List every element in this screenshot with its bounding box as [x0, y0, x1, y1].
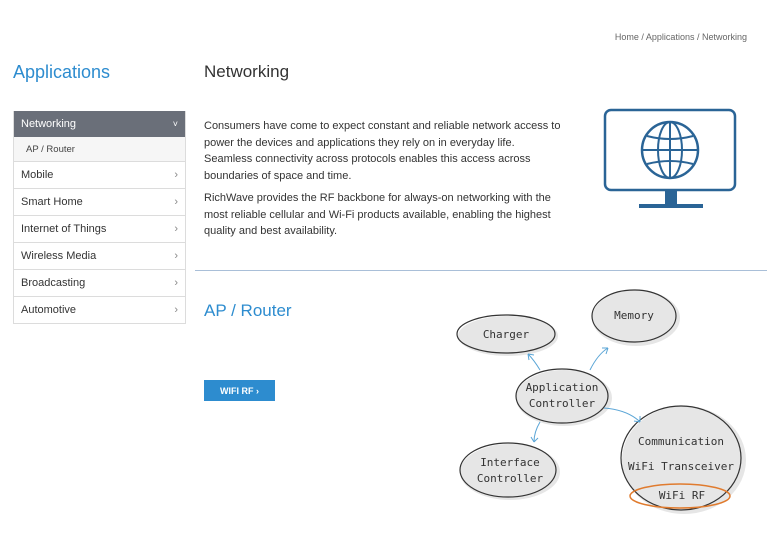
sidebar-item-label: Wireless Media [21, 250, 97, 262]
breadcrumb-separator: / [694, 32, 702, 42]
sidebar-item-wireless-media[interactable]: Wireless Media › [14, 242, 185, 269]
sidebar-item-label: Broadcasting [21, 277, 86, 289]
sidebar-subitem-ap-router[interactable]: AP / Router [14, 137, 185, 161]
sidebar-item-label: AP / Router [26, 143, 75, 155]
section-divider [195, 270, 767, 271]
sidebar-nav: Networking ˅ AP / Router Mobile › Smart … [13, 111, 186, 324]
sidebar-title: Applications [13, 62, 111, 82]
chevron-right-icon: › [174, 196, 178, 208]
detail-paragraph: RichWave provides the RF backbone for al… [204, 192, 551, 237]
diagram-node-memory: Memory [591, 289, 680, 346]
diagram-node-charger: Charger [456, 314, 558, 356]
section-title: AP / Router [204, 301, 292, 320]
system-diagram: Charger Memory Application Controller In… [456, 289, 746, 514]
chevron-right-icon: › [174, 277, 178, 289]
diagram-label: Application [526, 381, 599, 394]
intro-paragraph: Consumers have come to expect constant a… [204, 120, 561, 182]
sidebar-item-label: Mobile [21, 169, 54, 181]
wifi-rf-button[interactable]: WIFI RF › [204, 380, 275, 401]
diagram-node-application-controller: Application Controller [515, 368, 612, 426]
diagram-label: Controller [477, 472, 544, 485]
chevron-right-icon: › [174, 169, 178, 181]
diagram-label: WiFi RF [659, 489, 705, 502]
sidebar-item-mobile[interactable]: Mobile › [14, 161, 185, 188]
sidebar-item-label: Internet of Things [21, 223, 107, 235]
breadcrumb-current: Networking [701, 32, 747, 42]
diagram-arrows [527, 347, 641, 443]
diagram-label: Memory [614, 309, 654, 322]
chevron-right-icon: › [174, 223, 178, 235]
page-title: Networking [204, 62, 290, 81]
sidebar-item-automotive[interactable]: Automotive › [14, 296, 185, 323]
diagram-label: Interface [480, 456, 540, 469]
chevron-right-icon: › [174, 250, 178, 262]
diagram-label: Communication [638, 435, 724, 448]
diagram-label: Controller [529, 397, 596, 410]
sidebar-item-label: Networking [21, 118, 77, 130]
sidebar-item-iot[interactable]: Internet of Things › [14, 215, 185, 242]
sidebar-item-smart-home[interactable]: Smart Home › [14, 188, 185, 215]
diagram-node-interface-controller: Interface Controller [459, 442, 560, 500]
breadcrumb: Home / Applications / Networking [615, 32, 747, 42]
chevron-right-icon: › [174, 304, 178, 316]
diagram-node-communication: Communication WiFi Transceiver WiFi RF [620, 405, 746, 514]
breadcrumb-separator: / [638, 32, 646, 42]
breadcrumb-applications[interactable]: Applications [645, 32, 695, 42]
diagram-label: WiFi Transceiver [628, 460, 734, 473]
monitor-globe-icon [603, 108, 737, 208]
sidebar-item-networking[interactable]: Networking ˅ [14, 111, 185, 137]
breadcrumb-home[interactable]: Home [614, 32, 639, 42]
chevron-down-icon: ˅ [172, 119, 178, 129]
diagram-label: Charger [483, 328, 530, 341]
sidebar-item-broadcasting[interactable]: Broadcasting › [14, 269, 185, 296]
sidebar-item-label: Automotive [21, 304, 77, 316]
sidebar-item-label: Smart Home [21, 196, 83, 208]
